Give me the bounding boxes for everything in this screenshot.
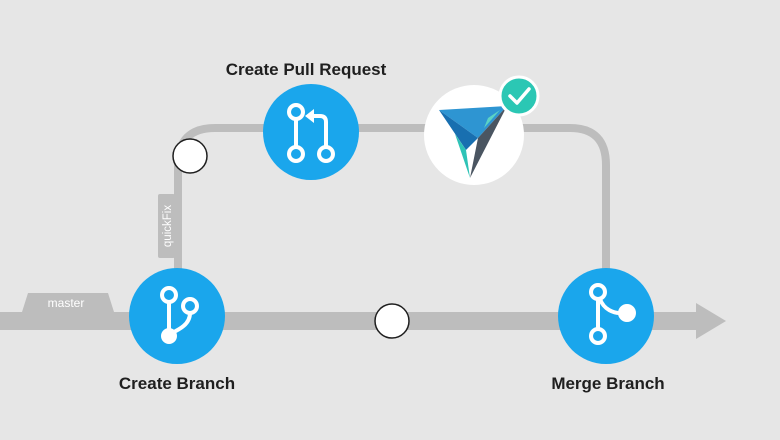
check-icon — [508, 87, 531, 105]
create-branch-node — [129, 268, 225, 364]
track-arrowhead — [696, 303, 726, 339]
review-logo-icon — [439, 106, 507, 178]
quickfix-tag-label: quickFix — [162, 205, 174, 247]
review-logo-node — [424, 75, 540, 185]
branch-icon — [160, 286, 199, 344]
master-tag-label: master — [48, 296, 85, 310]
merge-icon — [589, 283, 636, 345]
commit-dot-feature — [172, 138, 208, 174]
master-tag — [22, 293, 114, 312]
check-badge — [498, 75, 540, 117]
commit-dot-master — [374, 303, 410, 339]
pull-request-icon — [287, 103, 335, 163]
merge-branch-label: Merge Branch — [551, 374, 665, 393]
quickfix-tag — [158, 194, 175, 258]
create-pull-request-label: Create Pull Request — [225, 60, 387, 79]
merge-branch-node — [558, 268, 654, 364]
create-pull-request-node — [263, 84, 359, 180]
feature-branch-path — [174, 124, 610, 316]
create-branch-label: Create Branch — [118, 374, 236, 393]
